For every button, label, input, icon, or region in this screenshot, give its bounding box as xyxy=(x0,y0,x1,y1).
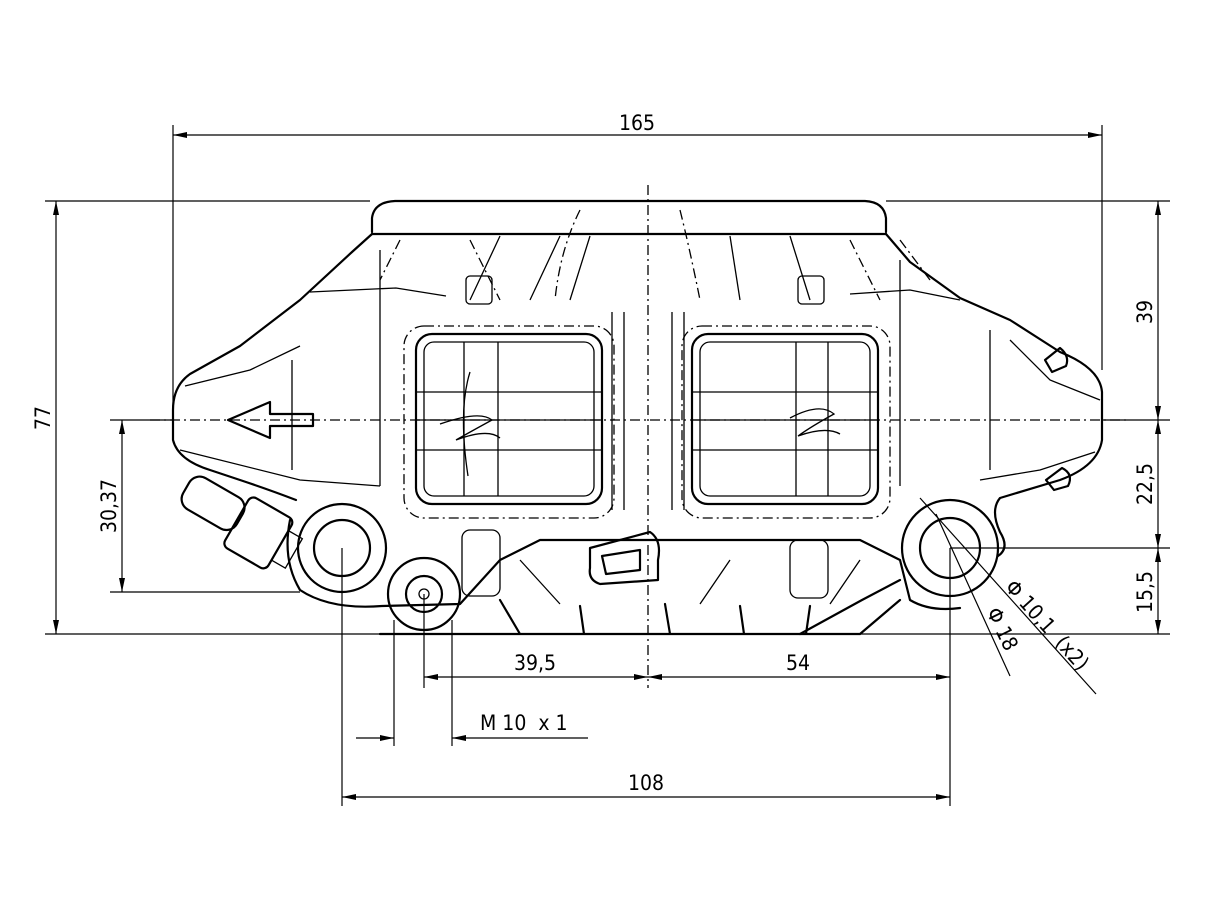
dim-lower-height: 15,5 xyxy=(1133,571,1157,613)
pad-spring-clip xyxy=(588,530,661,586)
dim-overall-width: 165 xyxy=(619,111,655,135)
dim-thread: M 10 x 1 xyxy=(480,711,568,735)
dimension-lines xyxy=(53,132,1161,800)
dim-mid-height: 22,5 xyxy=(1133,463,1157,505)
rotation-arrow xyxy=(226,400,315,440)
dim-overall-height: 77 xyxy=(31,406,55,430)
dim-mount-spacing: 108 xyxy=(628,771,664,795)
dim-bore-large: Φ 18 xyxy=(982,604,1023,655)
pad-window-right xyxy=(681,275,891,599)
dim-left-offset-height: 30,37 xyxy=(97,479,121,533)
dim-left-distance: 39,5 xyxy=(514,651,556,675)
dim-right-distance: 54 xyxy=(786,651,810,675)
extension-lines xyxy=(45,125,1170,806)
dim-upper-height: 39 xyxy=(1133,300,1157,324)
bleed-nipple xyxy=(180,475,304,570)
pad-window-left xyxy=(403,275,615,597)
